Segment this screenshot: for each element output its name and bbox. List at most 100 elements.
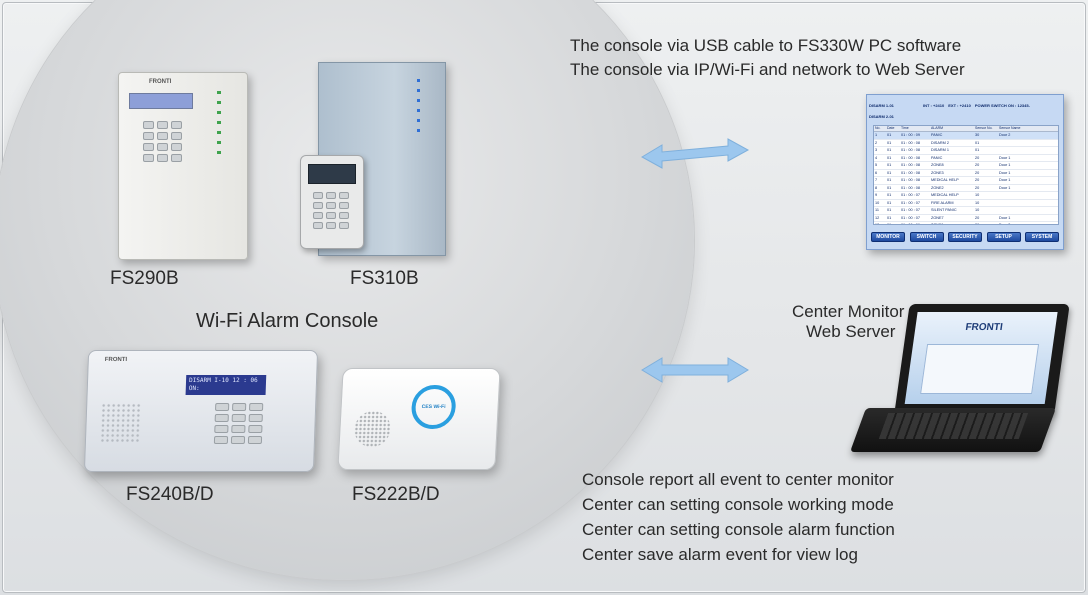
software-switch-button[interactable]: SWITCH [909,232,944,242]
table-cell: 7 [875,178,878,182]
table-cell: 01 : 00 : 07 [901,208,920,212]
table-cell: 01 : 00 : 08 [901,178,920,182]
table-cell: 01 [887,208,892,212]
table-cell: 2 [875,140,878,145]
table-cell: 01 [887,215,892,220]
table-cell: Door 1 [999,170,1011,175]
table-cell: ZONE3 [931,170,944,175]
software-security-button[interactable]: SECURITY [948,232,982,242]
table-cell [998,192,1058,199]
table-cell: 01 : 00 : 09 [901,133,920,137]
fs310b-keypad-unit [300,155,364,249]
laptop-base [849,408,1057,452]
table-cell [998,200,1058,207]
table-cell: 12 [875,215,880,220]
software-setup-button[interactable]: SETUP [986,232,1021,242]
table-cell: 4 [875,155,878,160]
fs240bd-lcd: DISARM I-10 12 : 06 ON: [185,375,267,395]
table-cell: 20 [975,155,980,160]
table-cell: 01 : 00 : 08 [901,148,920,152]
column-header: Date [887,126,895,130]
column-header: Time [901,126,909,130]
software-system-button[interactable]: SYSTEM [1025,232,1059,242]
table-row[interactable]: 1 01 01 : 00 : 09 PANIC 30 Door 2 [874,132,1058,140]
laptop-keyboard [878,413,1029,439]
fs222bd-ring: CES Wi-Fi [410,385,457,429]
table-cell: 01 [887,170,892,175]
table-cell: Door 1 [999,215,1011,220]
table-cell: 1 [875,133,878,137]
table-cell: MEDICAL HELP [931,178,959,182]
table-row[interactable]: 3 01 01 : 00 : 08 DISARM 1 01 [874,147,1058,155]
fs222bd-speaker [353,411,392,447]
table-cell: 01 : 00 : 07 [901,193,920,197]
table-cell: ZONE8 [931,163,944,167]
table-cell: ZONE1 [931,223,944,225]
fs240bd-brand: FRONTI [104,357,128,363]
table-cell: MEDICAL HELP [931,193,959,197]
table-cell: Door 1 [999,155,1011,160]
fs222bd-ring-label: CES Wi-Fi [421,404,446,410]
fs310b-lcd [308,164,356,184]
network-double-arrow-icon [641,357,749,383]
status-power: POWER SWITCH ON : 12345- [974,103,1030,108]
circle-title: Wi-Fi Alarm Console [196,310,379,332]
table-cell: 30 [975,133,980,137]
feature-alarm-function: Center can setting console alarm functio… [582,520,895,539]
table-cell: 20 [975,185,980,190]
fs240bd-label: FS240B/D [126,484,214,505]
ip-connection-text: The console via IP/Wi-Fi and network to … [570,60,965,79]
table-cell: PANIC [931,133,943,137]
table-cell: 01 [887,185,892,190]
fs310b-keypad [313,192,349,229]
fs222bd-label: FS222B/D [352,484,440,505]
table-cell: DISARM 1 [931,148,949,152]
table-cell: 01 [887,178,892,182]
table-cell: 9 [875,193,878,197]
software-status-bar: DISARM 1-01 INT : +2410 EXT : +2410 POWE… [869,101,1059,110]
table-cell: 3 [875,148,878,152]
status-int: INT : +2410 [923,103,945,108]
table-cell: DISARM 2 [931,140,949,145]
table-cell: Door 1 [999,163,1011,167]
software-monitor-button[interactable]: MONITOR [871,232,905,242]
fs330w-software-window: DISARM 1-01 INT : +2410 EXT : +2410 POWE… [866,94,1064,250]
table-cell: Door 2 [999,223,1011,225]
software-button-bar: MONITOR SWITCH SECURITY SETUP SYSTEM [871,232,1059,242]
table-cell: 11 [875,208,879,212]
table-cell: 10 [975,200,980,205]
table-cell: 01 [887,133,892,137]
feature-report-events: Console report all event to center monit… [582,470,894,489]
table-cell: PANIC [931,155,943,160]
table-cell: Door 2 [999,133,1011,137]
laptop-screen-panel [920,344,1040,394]
table-cell: 20 [975,215,980,220]
table-row[interactable]: 9 01 01 : 00 : 07 MEDICAL HELP 10 [874,192,1058,200]
fs290b-brand: FRONTI [149,79,172,85]
table-cell: 01 [887,193,892,197]
status-ext: EXT : +2410 [948,103,971,108]
web-server-title: Web Server [806,322,896,341]
table-cell: 01 : 00 : 08 [901,140,920,145]
fs310b-status-leds [417,79,420,137]
table-cell: 01 [975,148,980,152]
table-cell: FIRE ALARM [931,200,954,205]
table-cell: 5 [875,163,878,167]
laptop-screen: FRONTI [904,312,1058,404]
table-cell: 10 [975,193,980,197]
table-cell: 01 [887,148,892,152]
laptop-screen-brand: FRONTI [964,322,1004,333]
